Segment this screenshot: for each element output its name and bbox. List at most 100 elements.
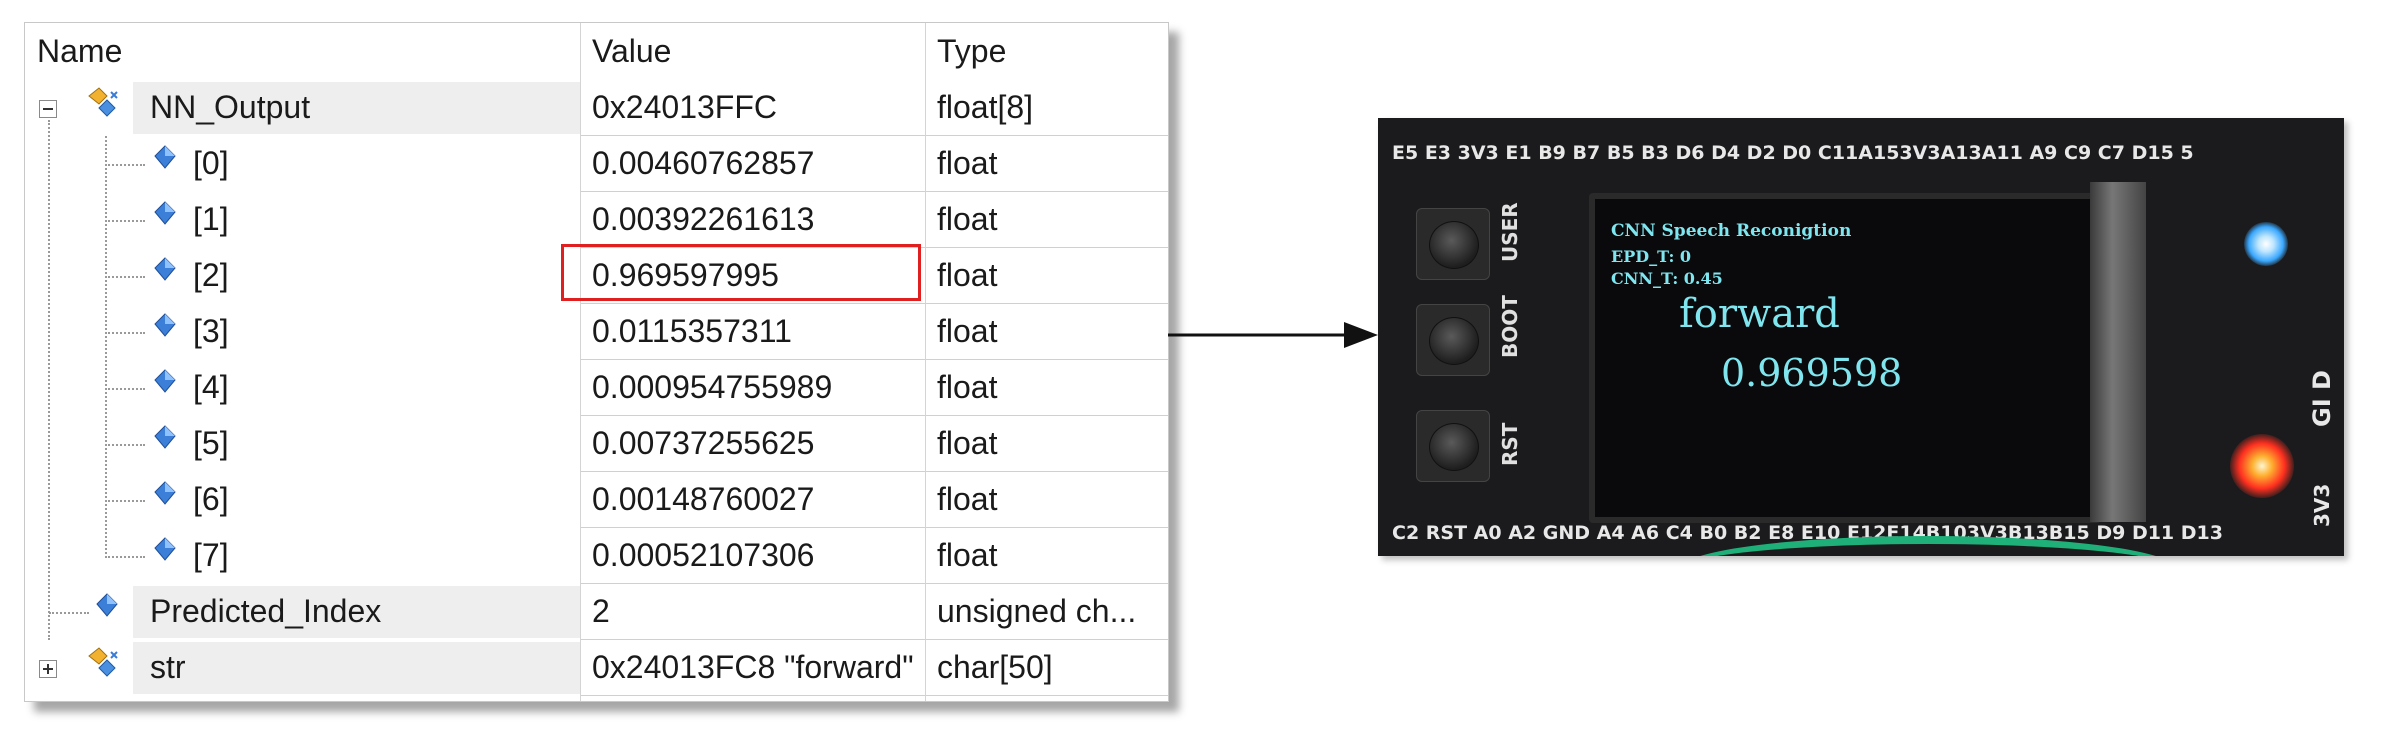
boot-label: BOOT bbox=[1498, 295, 1522, 358]
column-value[interactable]: Value bbox=[592, 33, 672, 69]
collapse-icon[interactable] bbox=[39, 100, 57, 118]
column-divider[interactable] bbox=[925, 23, 926, 701]
lcd-line-2: CNN_T: 0.45 bbox=[1611, 269, 1723, 288]
variable-name: [0] bbox=[193, 145, 229, 181]
column-header: Name Value Type bbox=[25, 23, 1168, 80]
highlight-box bbox=[561, 244, 921, 301]
variable-type: float bbox=[937, 481, 998, 517]
tree-connector bbox=[105, 388, 145, 390]
column-divider[interactable] bbox=[580, 23, 581, 701]
variable-value[interactable]: 0.00148760027 bbox=[592, 481, 815, 517]
variable-icon bbox=[96, 593, 118, 617]
variable-value[interactable]: 0.969597995 bbox=[592, 257, 779, 293]
variable-name: [5] bbox=[193, 425, 229, 461]
tree-connector bbox=[49, 612, 89, 614]
lcd-score: 0.969598 bbox=[1721, 351, 1903, 395]
tree-connector bbox=[105, 276, 145, 278]
variable-icon bbox=[154, 257, 176, 281]
variable-value[interactable]: 0.00460762857 bbox=[592, 145, 815, 181]
column-type[interactable]: Type bbox=[937, 33, 1007, 69]
tree-connector bbox=[105, 220, 145, 222]
variable-name: [3] bbox=[193, 313, 229, 349]
struct-icon bbox=[88, 87, 118, 117]
arrow-icon bbox=[1168, 322, 1378, 348]
row-divider bbox=[580, 191, 1168, 192]
variable-value[interactable]: 0.000954755989 bbox=[592, 369, 833, 405]
row-divider bbox=[580, 695, 1168, 696]
lcd-command: forward bbox=[1679, 291, 1840, 337]
variable-type: unsigned ch... bbox=[937, 593, 1137, 629]
variable-type: float bbox=[937, 257, 998, 293]
reset-button bbox=[1416, 410, 1490, 482]
name-cell-bg bbox=[133, 642, 580, 694]
variable-value[interactable]: 0x24013FC8 "forward" bbox=[592, 649, 914, 685]
variable-name: [6] bbox=[193, 481, 229, 517]
variable-type: float bbox=[937, 201, 998, 237]
struct-icon bbox=[88, 647, 118, 677]
variable-name: [4] bbox=[193, 369, 229, 405]
variable-icon bbox=[154, 201, 176, 225]
variable-icon bbox=[154, 145, 176, 169]
watch-row[interactable]: [6] 0.00148760027 float bbox=[25, 472, 1168, 528]
variable-value[interactable]: 0.00737255625 bbox=[592, 425, 815, 461]
variable-value[interactable]: 0.00392261613 bbox=[592, 201, 815, 237]
name-cell-bg bbox=[133, 82, 580, 134]
variable-type: float bbox=[937, 313, 998, 349]
variable-icon bbox=[154, 369, 176, 393]
watch-row[interactable]: [3] 0.0115357311 float bbox=[25, 304, 1168, 360]
lcd-screen: CNN Speech Reconigtion EPD_T: 0 CNN_T: 0… bbox=[1589, 193, 2101, 523]
row-divider bbox=[580, 359, 1168, 360]
blue-led-icon bbox=[2244, 222, 2288, 266]
variable-icon bbox=[154, 313, 176, 337]
row-divider bbox=[580, 135, 1168, 136]
variable-type: float bbox=[937, 369, 998, 405]
tree-connector bbox=[105, 136, 107, 558]
variable-type: float bbox=[937, 537, 998, 573]
tree-connector bbox=[105, 444, 145, 446]
row-divider bbox=[580, 471, 1168, 472]
lcd-title: CNN Speech Reconigtion bbox=[1611, 221, 1852, 241]
watch-row[interactable]: str 0x24013FC8 "forward" char[50] bbox=[25, 640, 1168, 696]
watch-row[interactable]: [7] 0.00052107306 float bbox=[25, 528, 1168, 584]
watch-row[interactable]: Predicted_Index 2 unsigned ch... bbox=[25, 584, 1168, 640]
variable-name: [7] bbox=[193, 537, 229, 573]
variable-value[interactable]: 2 bbox=[592, 593, 610, 629]
tree-connector bbox=[105, 332, 145, 334]
variable-name: NN_Output bbox=[150, 89, 311, 125]
watch-row[interactable]: [4] 0.000954755989 float bbox=[25, 360, 1168, 416]
variable-value[interactable]: 0.00052107306 bbox=[592, 537, 815, 573]
variable-name: Predicted_Index bbox=[150, 593, 382, 629]
display-ribbon bbox=[2090, 182, 2146, 522]
lcd-line-1: EPD_T: 0 bbox=[1611, 247, 1692, 266]
expand-icon[interactable] bbox=[39, 660, 57, 678]
row-divider bbox=[580, 415, 1168, 416]
tree-connector bbox=[105, 164, 145, 166]
user-button bbox=[1416, 208, 1490, 280]
watch-row[interactable]: [5] 0.00737255625 float bbox=[25, 416, 1168, 472]
tree-connector bbox=[105, 500, 145, 502]
variable-icon bbox=[154, 537, 176, 561]
tree-connector bbox=[48, 120, 50, 640]
red-led-icon bbox=[2230, 434, 2294, 498]
row-divider bbox=[580, 247, 1168, 248]
watch-row[interactable]: [2] 0.969597995 float bbox=[25, 248, 1168, 304]
green-cable bbox=[1678, 536, 2178, 556]
variable-icon bbox=[154, 425, 176, 449]
row-divider bbox=[580, 583, 1168, 584]
variable-name: str bbox=[150, 649, 186, 685]
variable-icon bbox=[154, 481, 176, 505]
variable-type: char[50] bbox=[937, 649, 1053, 685]
row-divider bbox=[580, 639, 1168, 640]
row-divider bbox=[580, 303, 1168, 304]
variable-name: [2] bbox=[193, 257, 229, 293]
variable-value[interactable]: 0.0115357311 bbox=[592, 313, 792, 349]
variable-type: float bbox=[937, 425, 998, 461]
side-label: GI D 3V3 bbox=[2308, 370, 2336, 527]
user-label: USER bbox=[1498, 202, 1522, 262]
column-name[interactable]: Name bbox=[37, 33, 123, 69]
name-cell-bg bbox=[133, 586, 580, 638]
variable-value[interactable]: 0x24013FFC bbox=[592, 89, 777, 125]
